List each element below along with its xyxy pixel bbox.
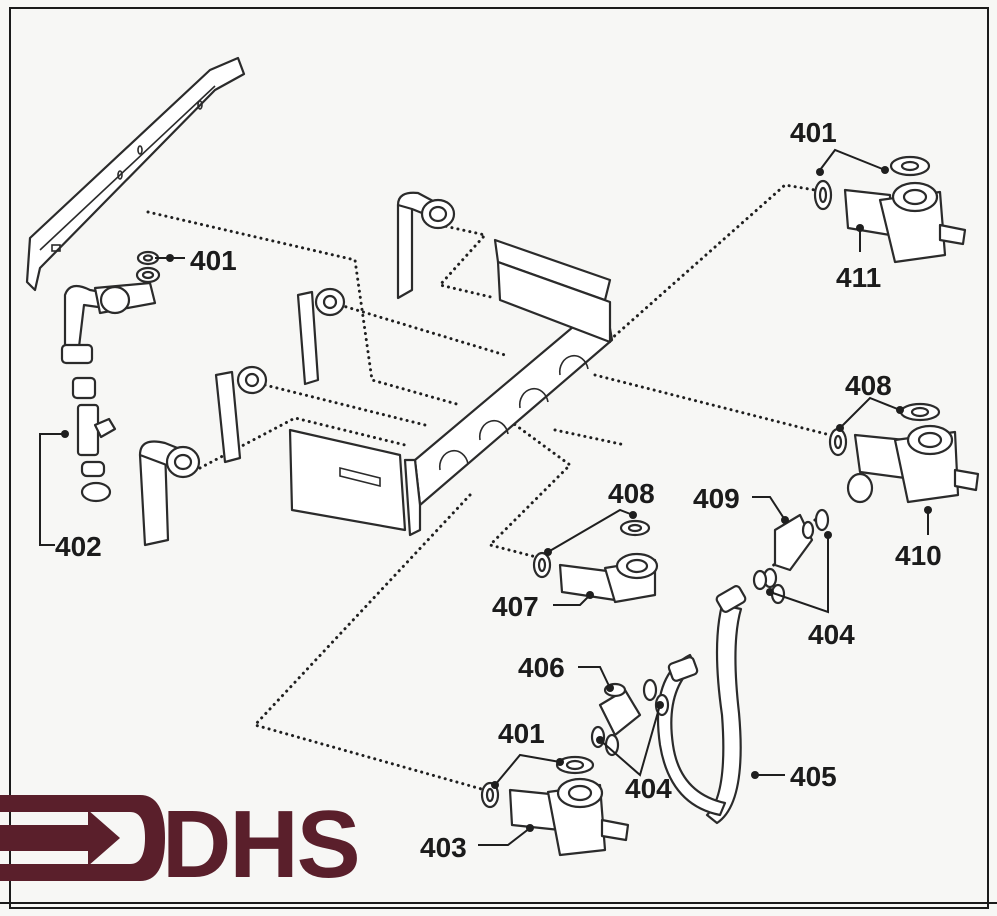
logo-text: DHS: [162, 791, 359, 898]
leader-lines: [39, 148, 932, 846]
mounting-rail: [25, 56, 246, 292]
label-401-left: 401: [190, 245, 237, 276]
washers-401-left: [135, 250, 161, 284]
label-410: 410: [895, 540, 942, 571]
fitting-409: [762, 508, 830, 589]
valve-411: [813, 155, 967, 264]
logo-outline-arrow: [0, 795, 165, 881]
flexible-hose-405: [656, 585, 747, 825]
part-labels: 401 402 401 411 408 410 408 409 404 407 …: [55, 117, 942, 863]
label-407: 407: [492, 591, 539, 622]
label-402: 402: [55, 531, 102, 562]
label-404-upper: 404: [808, 619, 855, 650]
label-403: 403: [420, 832, 467, 863]
label-408-middle: 408: [608, 478, 655, 509]
label-401-bottom: 401: [498, 718, 545, 749]
logo-arrow-icon: [0, 810, 120, 866]
label-409: 409: [693, 483, 740, 514]
connection-bracket: [288, 238, 614, 537]
label-406: 406: [518, 652, 565, 683]
label-404-lower: 404: [625, 773, 672, 804]
tap-402: [71, 376, 117, 503]
label-411: 411: [836, 262, 881, 293]
dhs-logo: DHS: [0, 791, 361, 898]
valve-410: [828, 402, 980, 504]
label-408-right: 408: [845, 370, 892, 401]
frame-border: [9, 7, 989, 909]
label-405: 405: [790, 761, 837, 792]
valve-403: [480, 755, 630, 857]
pipe-elbows: [60, 191, 456, 547]
elbow-407: [532, 519, 659, 604]
label-401-top-right: 401: [790, 117, 837, 148]
